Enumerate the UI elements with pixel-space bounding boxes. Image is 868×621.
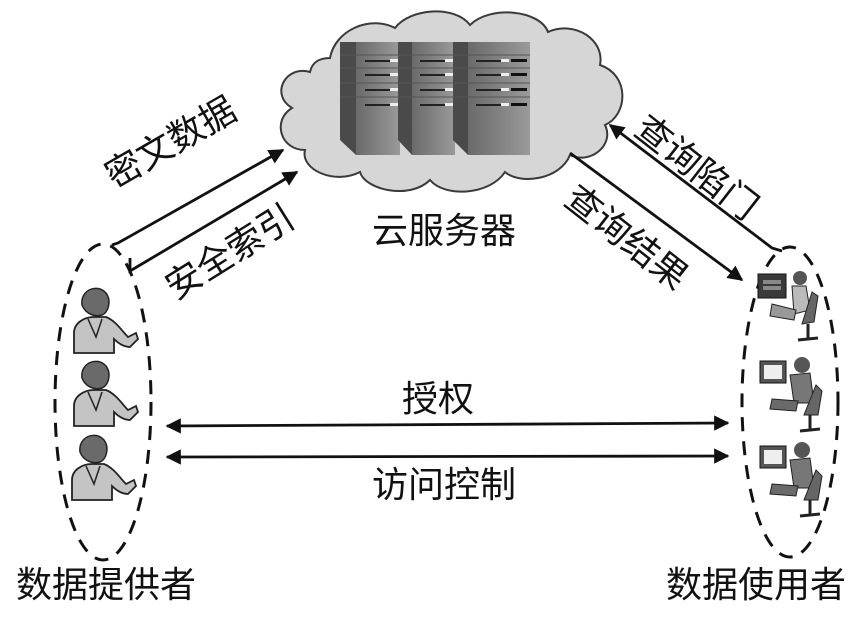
person-at-computer-icon xyxy=(759,442,823,518)
access-control-label: 访问控制 xyxy=(372,465,517,506)
data-user-label: 数据使用者 xyxy=(666,565,847,606)
arrow-authorization xyxy=(165,415,730,434)
user-group-outline xyxy=(740,245,840,559)
person-at-computer-icon xyxy=(757,271,819,342)
person-presenting-icon xyxy=(73,287,140,354)
provider-group-outline xyxy=(53,242,153,562)
authorization-label: 授权 xyxy=(402,379,475,420)
arrow-access-control xyxy=(165,448,730,465)
data-provider-icons xyxy=(71,287,140,501)
server-unit xyxy=(453,42,530,155)
arrow-secure-index xyxy=(128,170,299,274)
server-unit xyxy=(340,42,400,155)
person-presenting-icon xyxy=(73,360,140,427)
data-provider-label: 数据提供者 xyxy=(16,565,197,606)
arrow-query-trapdoor xyxy=(608,123,783,253)
server-rack-icon xyxy=(340,42,530,155)
cloud-server-label: 云服务器 xyxy=(372,211,517,252)
arrow-query-result xyxy=(569,151,744,282)
person-presenting-icon xyxy=(71,434,138,501)
data-user-icons xyxy=(757,271,823,518)
person-at-computer-icon xyxy=(759,357,823,433)
cloud-server-node xyxy=(279,10,624,193)
arrow-ciphertext xyxy=(111,148,285,247)
server-unit xyxy=(398,42,455,155)
